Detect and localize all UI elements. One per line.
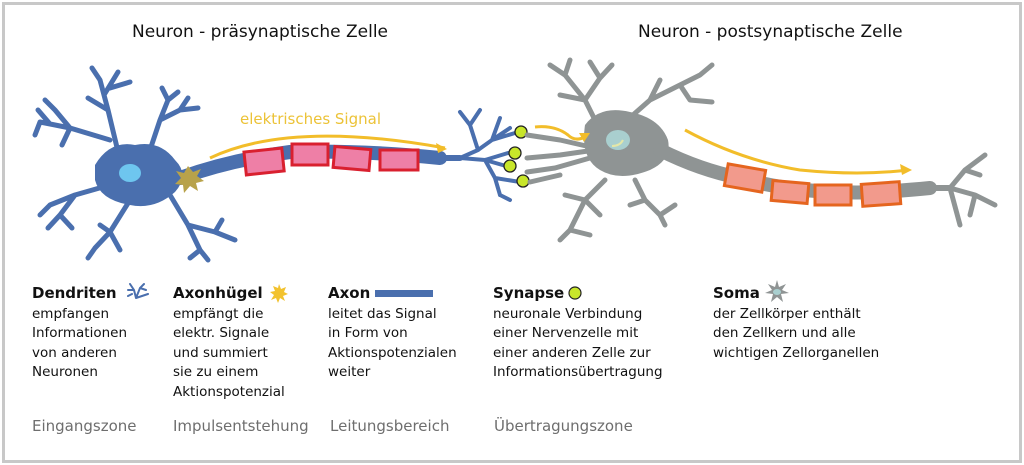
legend-line: empfängt die (173, 305, 264, 322)
legend-line: sie zu einem (173, 364, 259, 380)
legend-line: und summiert (173, 344, 268, 361)
legend-synapse: Synapse neuronale Verbindung einer Nerve… (493, 284, 663, 383)
presynaptic-neuron (32, 65, 522, 263)
axon-hillock (175, 166, 204, 193)
legend-line: einer Nervenzelle mit (493, 325, 639, 341)
legend-term: Soma (713, 284, 760, 302)
synapse-dot (516, 174, 530, 188)
postsynaptic-dendrites (524, 57, 998, 243)
legend-line: Aktionspotenzial (173, 383, 285, 400)
postsynaptic-neuron (524, 57, 998, 243)
legend-line: Aktionspotenzialen (328, 344, 457, 361)
legend-axonhuegel: Axonhügel empfängt die elektr. Signale u… (173, 284, 285, 402)
axon-terminal-branches (458, 108, 522, 202)
legend-line: empfangen (32, 305, 110, 322)
legend-term: Axon (328, 284, 371, 302)
synapse-circle-icon (568, 286, 582, 300)
legend-line: einer anderen Zelle zur (493, 344, 651, 361)
legend-term: Axonhügel (173, 284, 263, 302)
legend-line: wichtigen Zellorganellen (713, 344, 880, 361)
zone-impulsentstehung: Impulsentstehung (173, 417, 309, 435)
legend-line: Informationsübertragung (493, 364, 663, 380)
legend-line: leitet das Signal (328, 305, 437, 322)
soma-icon (765, 280, 789, 302)
presynaptic-dendrites (32, 65, 238, 263)
legend-line: der Zellkörper enthält (713, 305, 861, 322)
presynaptic-nucleus (119, 164, 141, 182)
postsynaptic-myelin-sheaths (722, 162, 903, 208)
legend-term: Synapse (493, 284, 565, 302)
synapse-dot (503, 159, 517, 173)
axon-hillock-star-icon (270, 284, 288, 303)
legend-line: in Form von (328, 325, 408, 341)
signal-arrow-postsynaptic (684, 128, 909, 175)
legend-line: elektr. Signale (173, 325, 270, 341)
signal-label: elektrisches Signal (240, 110, 381, 128)
legend-term: Dendriten (32, 284, 117, 302)
legend-line: Informationen (32, 325, 128, 341)
dendrite-icon (127, 283, 149, 299)
title-postsynaptic: Neuron - postsynaptische Zelle (638, 22, 903, 42)
synapse-dot (514, 125, 528, 139)
postsynaptic-nucleus (606, 130, 630, 150)
axon-bar-icon (375, 290, 433, 297)
zone-eingangszone: Eingangszone (32, 417, 137, 435)
legend-line: den Zellkern und alle (713, 325, 856, 341)
zone-uebertragungszone: Übertragungszone (494, 417, 633, 435)
presynaptic-myelin-sheaths (242, 142, 420, 177)
title-presynaptic: Neuron - präsynaptische Zelle (132, 22, 389, 42)
legend-axon: Axon leitet das Signal in Form von Aktio… (328, 284, 457, 383)
legend-soma: Soma der Zellkörper enthält den Zellkern… (713, 284, 879, 363)
signal-arrow-synapse (534, 125, 586, 141)
zone-leitungsbereich: Leitungsbereich (330, 417, 450, 435)
legend-line: weiter (328, 364, 371, 380)
legend-dendriten: Dendriten empfangen Informationen von an… (32, 284, 127, 383)
signal-arrow-presynaptic (209, 134, 446, 160)
legend-line: neuronale Verbindung (493, 305, 643, 322)
legend-line: von anderen (32, 344, 117, 361)
synapse-dot (508, 146, 522, 160)
legend-line: Neuronen (32, 364, 98, 380)
